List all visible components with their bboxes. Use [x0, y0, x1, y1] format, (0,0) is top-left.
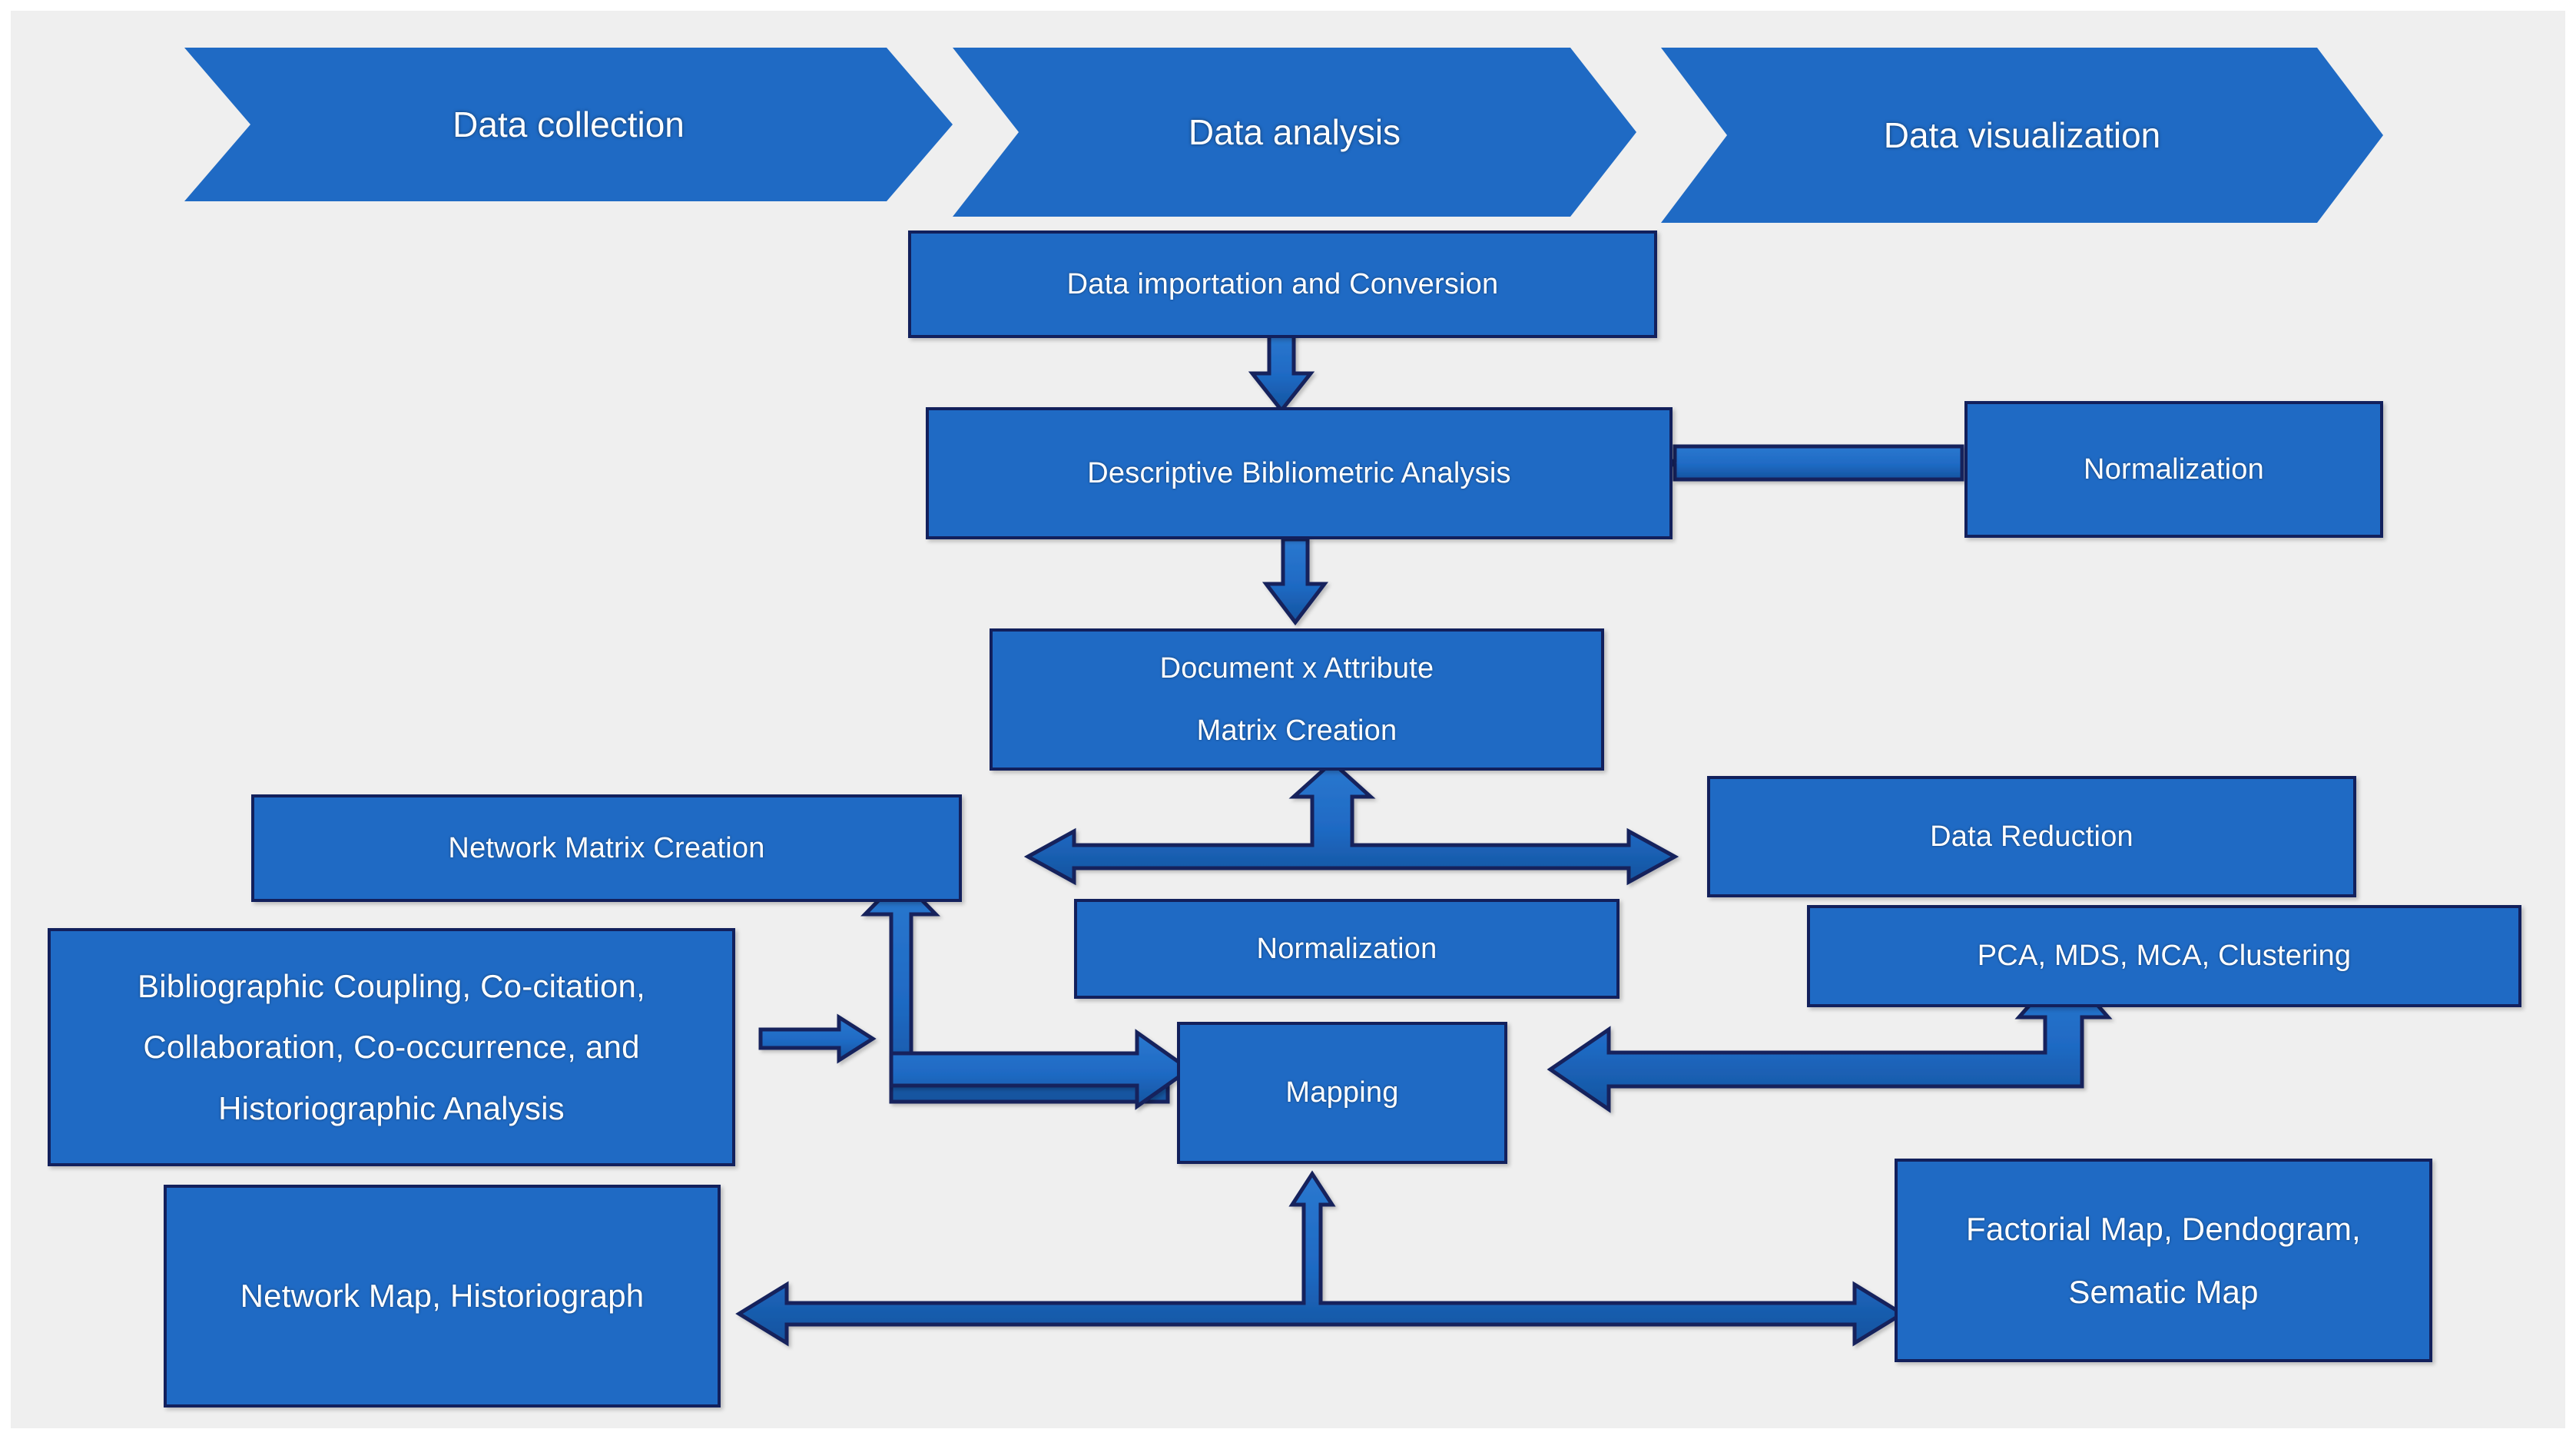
node-normalization-top[interactable]: Normalization [1964, 401, 2383, 538]
node-label: Network Map, Historiograph [240, 1278, 645, 1315]
node-label: Data importation and Conversion [1066, 267, 1499, 300]
banner-label: Data analysis [1188, 112, 1401, 152]
node-data-reduction[interactable]: Data Reduction [1707, 776, 2356, 897]
banner-label: Data collection [453, 104, 685, 144]
node-label-line-1: Bibliographic Coupling, Co-citation, [138, 968, 645, 1005]
banner-data-visualization[interactable]: Data visualization [1661, 48, 2383, 223]
banner-label: Data visualization [1883, 115, 2161, 155]
node-label: PCA, MDS, MCA, Clustering [1977, 940, 2352, 973]
banner-data-analysis[interactable]: Data analysis [953, 48, 1636, 217]
node-document-attribute-matrix[interactable]: Document x Attribute Matrix Creation [990, 628, 1604, 771]
node-analysis-methods[interactable]: Bibliographic Coupling, Co-citation, Col… [48, 928, 735, 1166]
node-label-line-3: Historiographic Analysis [218, 1089, 565, 1126]
node-factorial-map[interactable]: Factorial Map, Dendogram, Sematic Map [1895, 1159, 2432, 1362]
node-label: Normalization [2084, 453, 2264, 486]
node-label-line-1: Document x Attribute [1159, 652, 1434, 685]
node-label: Descriptive Bibliometric Analysis [1087, 456, 1511, 489]
node-pca-mds-mca-clustering[interactable]: PCA, MDS, MCA, Clustering [1807, 905, 2521, 1007]
node-normalization-mid[interactable]: Normalization [1074, 899, 1620, 999]
node-descriptive-bibliometric-analysis[interactable]: Descriptive Bibliometric Analysis [926, 407, 1673, 539]
node-label-line-2: Sematic Map [2068, 1273, 2259, 1310]
node-label-line-2: Matrix Creation [1196, 714, 1397, 747]
node-mapping[interactable]: Mapping [1177, 1022, 1507, 1164]
node-data-importation[interactable]: Data importation and Conversion [908, 230, 1657, 338]
node-label: Data Reduction [1930, 820, 2133, 853]
node-network-map-historiograph[interactable]: Network Map, Historiograph [164, 1185, 721, 1408]
node-label-line-2: Collaboration, Co-occurrence, and [143, 1029, 640, 1066]
banner-data-collection[interactable]: Data collection [184, 48, 953, 201]
node-label: Mapping [1285, 1076, 1399, 1109]
node-label: Normalization [1256, 932, 1437, 965]
node-label-line-1: Factorial Map, Dendogram, [1966, 1211, 2361, 1248]
node-label: Network Matrix Creation [448, 831, 765, 864]
node-network-matrix-creation[interactable]: Network Matrix Creation [251, 794, 962, 902]
